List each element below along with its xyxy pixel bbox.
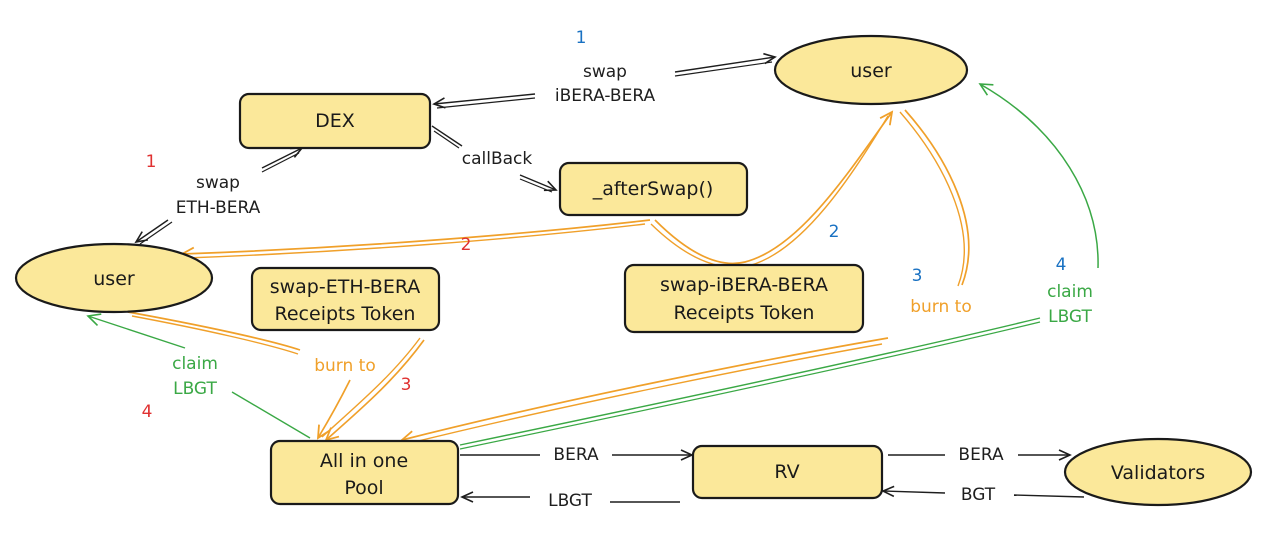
node-user-top: user — [773, 34, 969, 106]
node-swap-ibera-receipt-line2: Receipts Token — [674, 302, 815, 324]
label-rv-pool-lbgt: LBGT — [548, 491, 592, 511]
label-burn-to-right: burn to — [910, 297, 972, 317]
label-claim-left-2: LBGT — [173, 379, 217, 399]
edge-rv-validators — [881, 449, 1085, 498]
node-user-left: user — [14, 242, 214, 314]
edge-pool-rv — [460, 449, 694, 503]
label-val-rv-bgt: BGT — [961, 485, 996, 505]
node-pool-line1: All in one — [320, 450, 408, 472]
label-burn-to-left: burn to — [314, 356, 376, 376]
node-dex-label: DEX — [315, 110, 355, 132]
node-user-top-label: user — [850, 60, 892, 82]
edge-user-top-pool — [400, 109, 970, 445]
label-swap-ibera-2: iBERA-BERA — [555, 86, 656, 106]
label-swap-ibera-1: swap — [583, 62, 627, 82]
step-blue-2: 2 — [829, 222, 840, 242]
node-dex: DEX — [238, 92, 432, 150]
edge-dex-user-top — [432, 52, 777, 109]
label-claim-right-1: claim — [1047, 282, 1093, 302]
step-blue-1: 1 — [576, 28, 587, 48]
label-pool-rv-bera: BERA — [553, 445, 599, 465]
edge-pool-user-left-claim — [86, 313, 311, 439]
edge-pool-user-top-claim — [459, 83, 1099, 450]
step-red-1: 1 — [146, 152, 157, 172]
node-swap-ibera-receipt: swap-iBERA-BERA Receipts Token — [623, 263, 865, 334]
label-rv-val-bera: BERA — [958, 445, 1004, 465]
node-user-left-label: user — [93, 268, 135, 290]
node-rv-label: RV — [774, 461, 799, 483]
node-validators: Validators — [1063, 437, 1253, 507]
edge-afterswap-user-top — [650, 110, 894, 268]
step-blue-4: 4 — [1056, 255, 1067, 275]
label-swap-eth-2: ETH-BERA — [176, 198, 261, 218]
edge-user-left-pool — [127, 311, 425, 442]
node-afterswap: _afterSwap() — [558, 161, 749, 217]
node-validators-label: Validators — [1111, 462, 1205, 484]
node-swap-ibera-receipt-line1: swap-iBERA-BERA — [660, 274, 828, 296]
node-pool: All in one Pool — [269, 439, 460, 506]
node-afterswap-label: _afterSwap() — [592, 178, 714, 200]
node-swap-eth-receipt-line1: swap-ETH-BERA — [270, 276, 421, 298]
step-red-3: 3 — [401, 375, 412, 395]
edge-dex-callback — [431, 125, 558, 193]
node-swap-eth-receipt-line2: Receipts Token — [275, 303, 416, 325]
label-callback: callBack — [462, 149, 533, 169]
label-claim-left-1: claim — [172, 354, 218, 374]
label-swap-eth-1: swap — [196, 173, 240, 193]
step-red-4: 4 — [142, 402, 153, 422]
edge-afterswap-user-left — [179, 219, 651, 261]
label-claim-right-2: LBGT — [1048, 307, 1092, 327]
step-blue-3: 3 — [912, 266, 923, 286]
node-pool-line2: Pool — [344, 477, 383, 499]
edge-user-left-dex — [134, 147, 304, 245]
step-red-2: 2 — [461, 235, 472, 255]
node-rv: RV — [691, 444, 884, 500]
node-swap-eth-receipt: swap-ETH-BERA Receipts Token — [250, 266, 441, 332]
